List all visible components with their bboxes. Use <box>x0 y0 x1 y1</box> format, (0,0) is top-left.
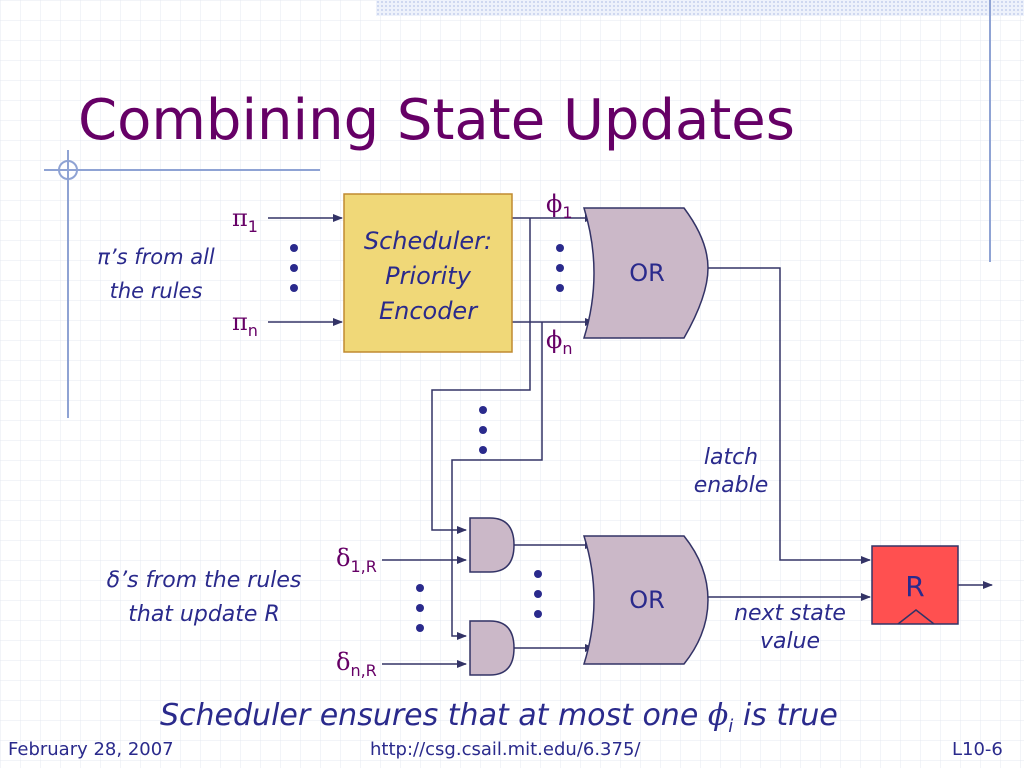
phin-char: ϕ <box>546 326 563 354</box>
delta-group-char: δ <box>106 568 121 593</box>
or-gate-bottom <box>582 535 709 665</box>
pin-char: π <box>232 308 248 336</box>
scheduler-note: Scheduler ensures that at most one ϕi is… <box>160 698 838 737</box>
pi-group-label: π’s from all the rules <box>74 240 238 308</box>
deltan-sub: n,R <box>350 661 377 680</box>
note-part1: Scheduler ensures that at most one <box>160 698 708 733</box>
phin-tap-wire <box>451 322 543 640</box>
footer-date: February 28, 2007 <box>8 739 174 760</box>
next-state-label: next state value <box>712 600 868 656</box>
or-bottom-label: OR <box>629 586 665 614</box>
header-dotted-band <box>376 0 1024 16</box>
phi1-sub: 1 <box>562 203 573 222</box>
delta1-label: δ1,R <box>336 544 377 576</box>
delta1-char: δ <box>336 544 351 572</box>
delta-group-r: R <box>264 602 280 627</box>
footer-page: L10-6 <box>952 739 1003 760</box>
phi1-label: ϕ1 <box>546 190 573 222</box>
deltan-label: δn,R <box>336 648 377 680</box>
or-top-label: OR <box>629 259 665 287</box>
ellipsis-dots <box>290 244 564 632</box>
and-gate-n <box>469 620 515 676</box>
delta-group-text1: ’s from the rules <box>120 568 302 593</box>
and-gate-1 <box>469 517 515 573</box>
scheduler-block <box>343 193 513 353</box>
latch-line2: enable <box>693 473 769 498</box>
pi-group-char: π <box>97 245 110 269</box>
pi1-sub: 1 <box>247 217 258 236</box>
scheduler-text: Scheduler: Priority Encoder <box>344 224 512 329</box>
delta-group-text2: that update <box>128 602 265 627</box>
delta-group-label-line2: that update R <box>72 598 336 632</box>
next-line1: next state <box>734 601 846 626</box>
register-clock-mark <box>897 609 935 625</box>
phin-label: ϕn <box>546 326 573 358</box>
scheduler-line1: Scheduler: <box>363 227 493 255</box>
next-line2: value <box>759 629 821 654</box>
slide-title: Combining State Updates <box>78 88 795 153</box>
footer-url: http://csg.csail.mit.edu/6.375/ <box>370 739 641 760</box>
register-label: R <box>905 570 925 603</box>
scheduler-line3: Encoder <box>378 297 478 325</box>
title-underline-circle <box>58 160 78 180</box>
delta-group-label: δ’s from the rules that update R <box>72 564 336 632</box>
pin-sub: n <box>247 321 258 340</box>
pi-group-label-line2: the rules <box>109 279 203 303</box>
delta-group-label-line1: δ’s from the rules <box>72 564 336 598</box>
pi1-label: π1 <box>232 204 258 236</box>
latch-line1: latch <box>703 445 759 470</box>
pi1-char: π <box>232 204 248 232</box>
deltan-char: δ <box>336 648 351 676</box>
or-gate-top <box>582 207 709 339</box>
latch-enable-label: latch enable <box>676 444 786 500</box>
pi-group-text1: ’s from all <box>109 245 215 269</box>
pi-group-label-line1: π’s from all <box>74 240 238 274</box>
scheduler-line2: Priority <box>385 262 471 290</box>
note-sub: i <box>728 716 734 737</box>
note-phi: ϕ <box>707 698 729 733</box>
latch-enable-wire <box>708 267 871 564</box>
phi1-tap-wire <box>431 218 531 534</box>
phin-sub: n <box>562 339 573 358</box>
pin-label: πn <box>232 308 258 340</box>
note-part2: is true <box>733 698 838 733</box>
phi1-char: ϕ <box>546 190 563 218</box>
delta1-sub: 1,R <box>350 557 377 576</box>
